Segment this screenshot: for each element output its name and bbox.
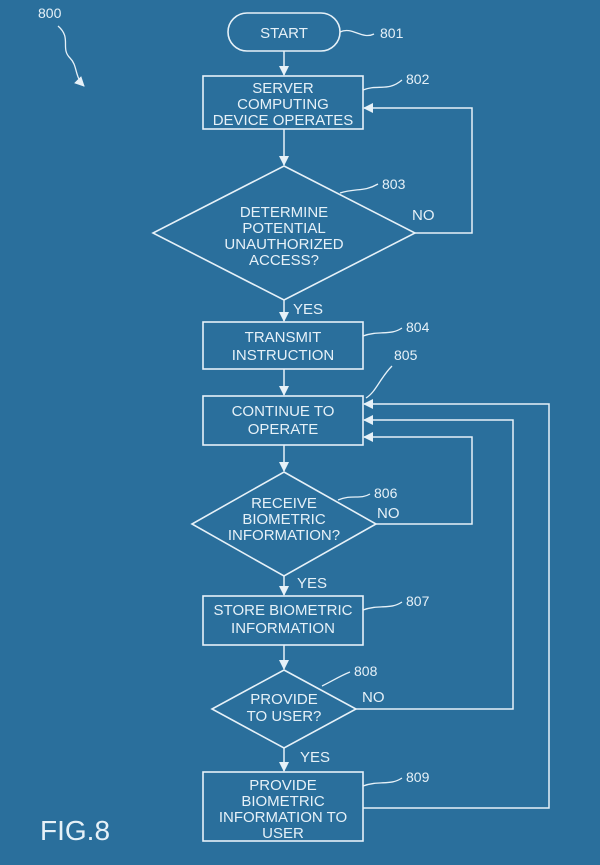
determine-line-1: DETERMINE [240,204,328,221]
provide-biometric-box [202,771,364,842]
figure-ref-arrow [57,25,85,87]
arrow-provide-q-no-loop [356,415,514,710]
provide-line-1: PROVIDE [249,777,317,794]
provide-q-line-2: TO USER? [247,708,322,725]
server-line-3: DEVICE OPERATES [213,112,354,129]
ref-804-leader [362,327,403,337]
ref-809-leader [362,777,403,787]
ref-801: 801 [380,25,404,41]
server-line-2: COMPUTING [237,96,329,113]
store-line-2: INFORMATION [231,620,335,637]
ref-802-leader [362,79,403,91]
ref-805-leader [365,365,393,399]
determine-yes-label: YES [293,301,323,318]
ref-808-leader [321,671,351,687]
provide-q-line-1: PROVIDE [250,691,318,708]
arrow-receive-no-loop [363,432,473,525]
start-label: START [260,25,308,42]
determine-line-2: POTENTIAL [242,220,325,237]
continue-line-1: CONTINUE TO [232,403,335,420]
provide-line-2: BIOMETRIC [241,793,325,810]
transmit-line-1: TRANSMIT [245,329,322,346]
receive-yes-label: YES [297,575,327,592]
provide-line-4: USER [262,825,304,842]
ref-806-leader [337,493,371,501]
ref-803: 803 [382,176,406,192]
server-line-1: SERVER [252,80,314,97]
ref-807: 807 [406,593,430,609]
ref-806: 806 [374,485,398,501]
ref-803-leader [339,183,379,194]
ref-807-leader [362,601,403,611]
ref-808: 808 [354,663,378,679]
receive-no-label: NO [377,505,400,522]
server-operates-box [202,75,364,130]
ref-809: 809 [406,769,430,785]
transmit-line-2: INSTRUCTION [232,347,335,364]
ref-801-leader [339,29,375,37]
store-biometric-box [202,595,364,646]
determine-no-label: NO [412,207,435,224]
determine-line-3: UNAUTHORIZED [224,236,343,253]
figure-ref-label: 800 [38,5,62,21]
provide-q-no-label: NO [362,689,385,706]
ref-805: 805 [394,347,418,363]
store-line-1: STORE BIOMETRIC [214,602,353,619]
ref-802: 802 [406,71,430,87]
provide-line-3: INFORMATION TO [219,809,347,826]
figure-label: FIG.8 [40,815,110,846]
continue-line-2: OPERATE [248,421,319,438]
provide-q-yes-label: YES [300,749,330,766]
receive-line-2: BIOMETRIC [242,511,326,528]
arrow-determine-no-loop [363,103,473,234]
ref-804: 804 [406,319,430,335]
arrow-provide-loop-back [363,399,550,809]
receive-line-1: RECEIVE [251,495,317,512]
receive-line-3: INFORMATION? [228,527,340,544]
determine-line-4: ACCESS? [249,252,319,269]
transmit-instruction-box [202,321,364,370]
